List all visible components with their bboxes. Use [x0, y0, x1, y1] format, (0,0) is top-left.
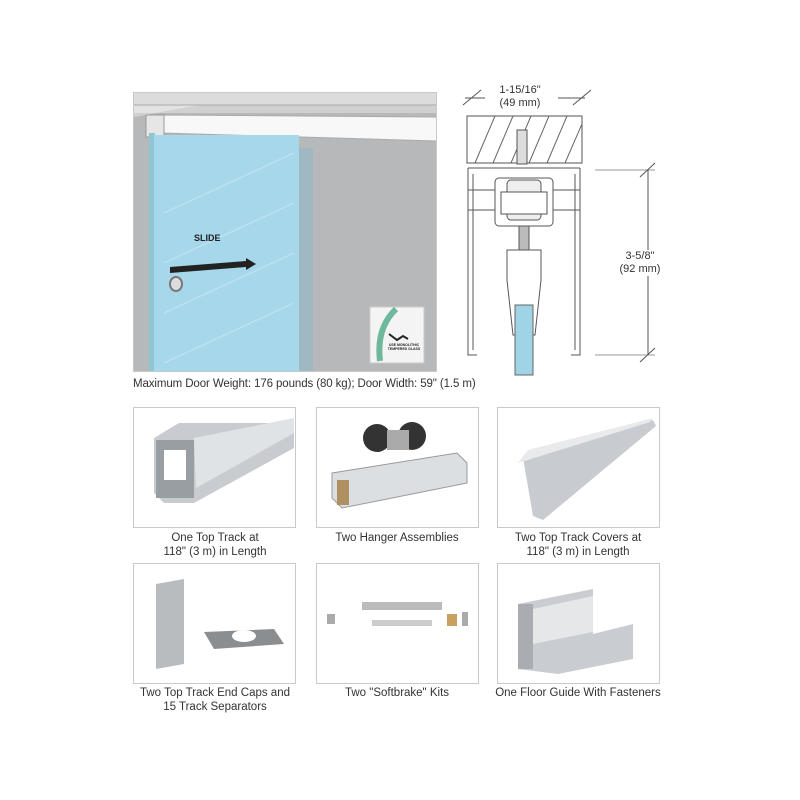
height-dimension: 3-5/8" (92 mm) — [605, 250, 675, 276]
sliding-door-illustration: SLIDE USE MONOLITHIC TEMPERED GLASS — [133, 92, 437, 372]
door-scene-graphic — [134, 93, 436, 371]
track-cover-image — [497, 407, 660, 528]
floor-guide-image — [497, 563, 660, 684]
caption-hanger-assemblies: Two Hanger Assemblies — [335, 532, 459, 544]
height-dimension-mm: (92 mm) — [619, 263, 661, 275]
width-dimension-inches: 1-15/16" — [499, 84, 541, 96]
track-cross-section-diagram: 1-15/16" (49 mm) 3-5/8" (92 mm) — [455, 80, 675, 380]
width-dimension: 1-15/16" (49 mm) — [475, 84, 565, 110]
caption-softbrake-kits: Two "Softbrake" Kits — [344, 687, 450, 699]
caption-floor-guide: One Floor Guide With Fasteners — [495, 687, 661, 699]
width-dimension-mm: (49 mm) — [499, 97, 541, 109]
slide-label: SLIDE — [194, 233, 221, 243]
cross-section-graphic — [462, 89, 656, 376]
softbrake-kit-image — [316, 563, 479, 684]
hanger-assembly-image — [316, 407, 479, 528]
top-track-image — [133, 407, 296, 528]
end-caps-image — [133, 563, 296, 684]
height-dimension-inches: 3-5/8" — [625, 250, 655, 262]
main-caption: Maximum Door Weight: 176 pounds (80 kg);… — [133, 378, 476, 390]
tempered-glass-badge: USE MONOLITHIC TEMPERED GLASS — [387, 343, 421, 351]
